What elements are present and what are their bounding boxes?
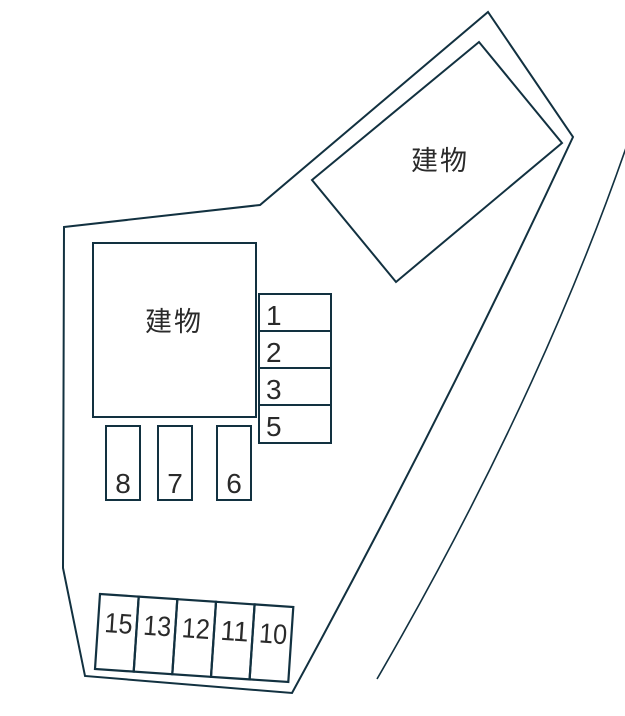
- parking-space-2-label: 2: [266, 337, 282, 368]
- parking-space-6-label: 6: [226, 468, 242, 499]
- parking-space-8: [105, 425, 141, 501]
- parking-space-8-label: 8: [115, 468, 131, 499]
- road-edge-line: [376, 148, 625, 680]
- building-rotated-label: 建物: [411, 146, 469, 176]
- parking-space-13-label: 13: [142, 610, 172, 643]
- parking-space-5-label: 5: [266, 411, 282, 442]
- parking-column-group: 1 2 3 5: [258, 293, 332, 444]
- parking-space-7: [157, 425, 193, 501]
- parking-space-6: [216, 425, 252, 501]
- parking-space-11-label: 11: [220, 615, 250, 648]
- parking-space-12-label: 12: [181, 612, 211, 645]
- parking-space-10-label: 10: [258, 617, 288, 650]
- building-main: [92, 242, 257, 418]
- parking-slanted-group: 15 13 12 11 10: [93, 592, 295, 684]
- parking-space-15-label: 15: [104, 607, 134, 640]
- parking-space-5: [258, 404, 332, 444]
- parking-space-7-label: 7: [167, 468, 183, 499]
- parking-space-10: [248, 603, 295, 684]
- parking-space-1-label: 1: [266, 300, 282, 331]
- parking-vertical-group: 8 7 6: [105, 425, 252, 501]
- site-boundary-outline: [61, 10, 575, 695]
- building-main-label: 建物: [145, 307, 203, 337]
- parking-space-3-label: 3: [266, 374, 282, 405]
- building-rotated: [310, 40, 564, 284]
